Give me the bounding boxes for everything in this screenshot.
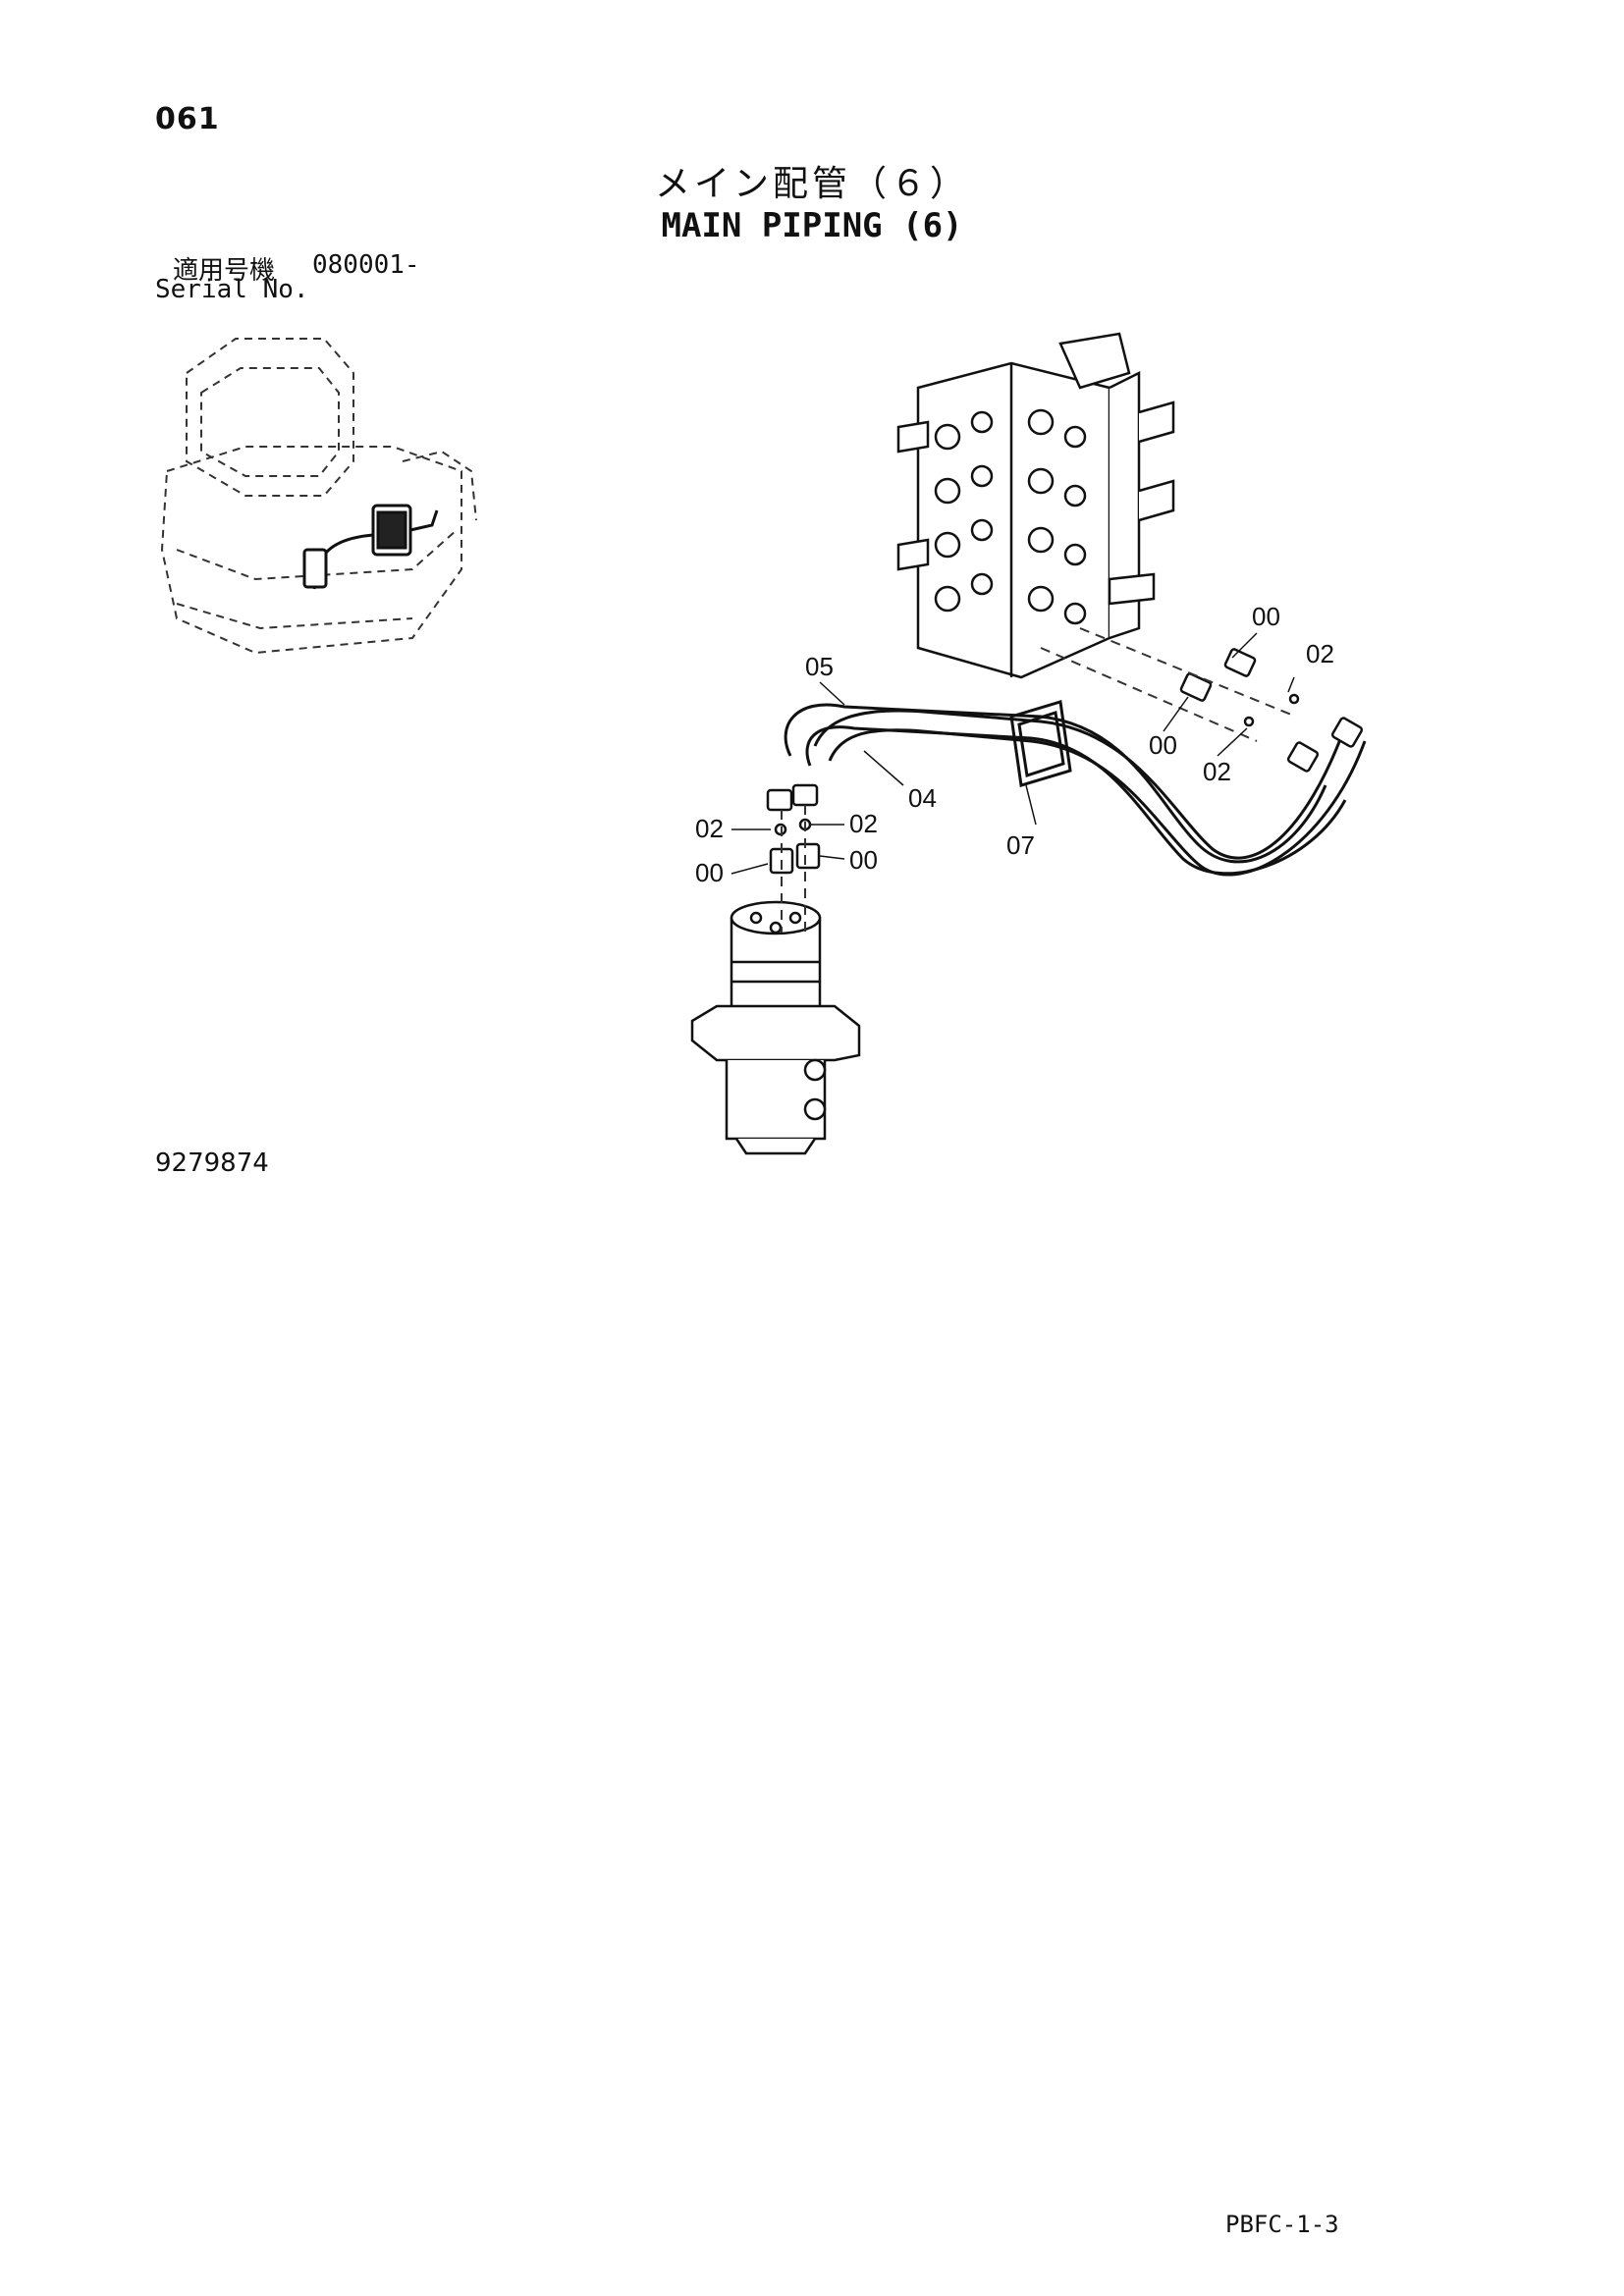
fittings [766,648,1364,875]
location-thumbnail [160,338,477,655]
callout-00-left: 00 [695,858,724,887]
control-valve [896,332,1175,679]
callout-04: 04 [908,783,937,813]
callout-00-upper-right: 00 [1252,602,1280,631]
hose-clamp [1009,700,1072,787]
callout-02-middle-right: 02 [1203,757,1231,786]
drawing-number: 9279874 [155,1148,269,1178]
location-thumbnail-highlight [302,504,439,590]
callout-02-left: 02 [695,814,724,843]
page-code: PBFC-1-3 [1225,2211,1339,2238]
swivel-joint [690,900,861,1155]
page-number: 061 [155,102,220,136]
callout-02-right: 02 [849,809,878,838]
hose-assembly [784,703,1367,877]
callout-05: 05 [805,652,834,681]
title-japanese: メイン配管（６） [654,164,969,204]
callout-07: 07 [1006,830,1035,860]
serial-label-english: Serial No. [155,275,309,304]
assembly-lines [781,627,1297,933]
serial-value: 080001- [312,250,420,280]
title-english: MAIN PIPING (6) [661,206,963,245]
leader-lines [731,632,1295,875]
serial-label-japanese: 適用号機 [173,256,276,286]
callout-00-middle-right: 00 [1149,730,1177,760]
callout-00-right: 00 [849,845,878,875]
callout-02-upper-right: 02 [1306,639,1334,668]
